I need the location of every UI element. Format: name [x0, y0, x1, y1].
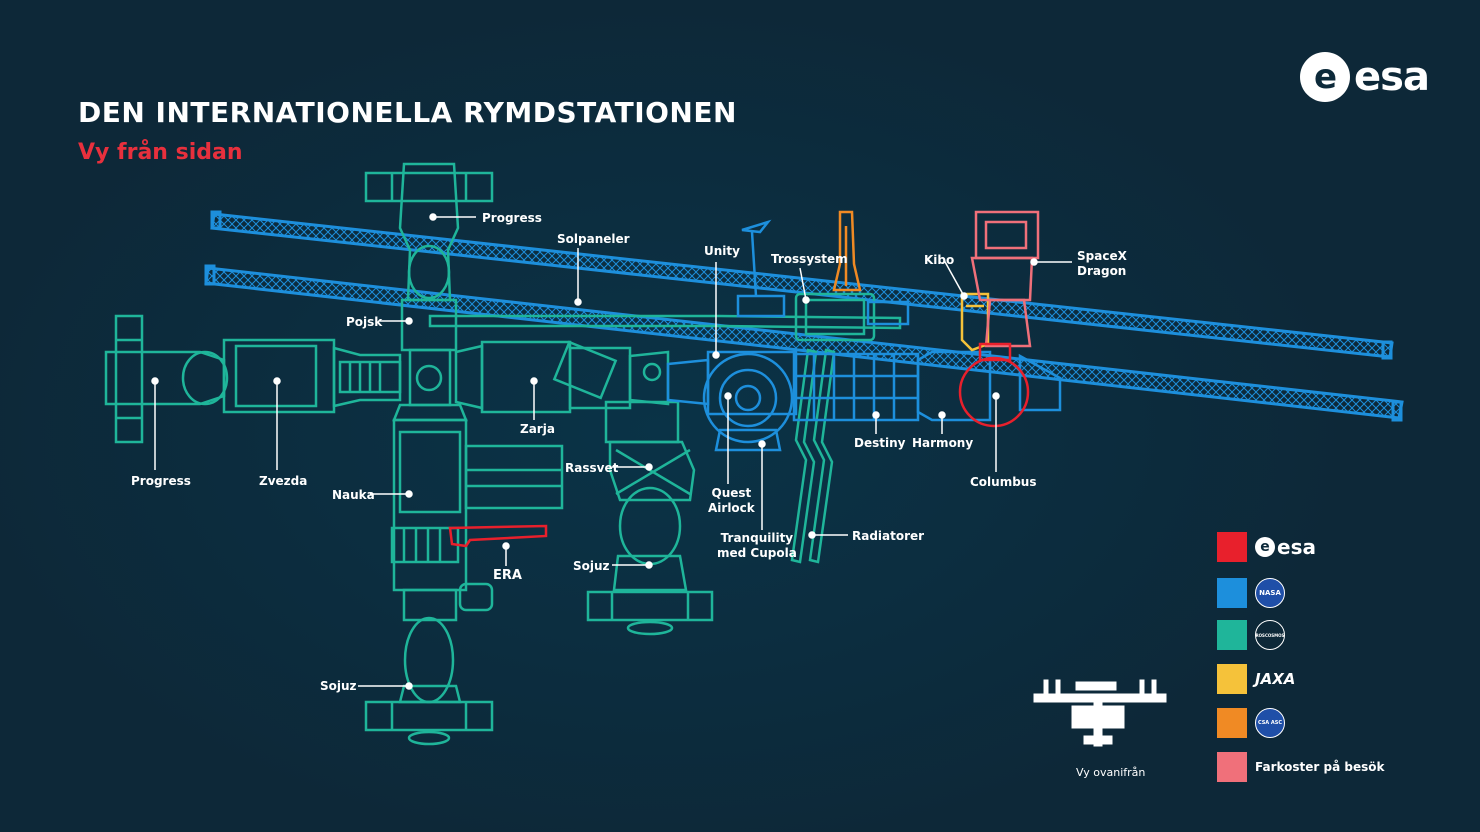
legend-label-visiting: Farkoster på besök [1255, 760, 1385, 774]
page-subtitle: Vy från sidan [78, 140, 243, 165]
label-kibo: Kibo [924, 253, 955, 267]
legend-swatch-roscosmos [1217, 620, 1247, 650]
label-spacex-dragon: SpaceX Dragon [1077, 249, 1127, 278]
csa-logo-icon: CSA ASC [1255, 708, 1285, 738]
legend-row-roscosmos: ROSCOSMOS [1217, 620, 1457, 652]
legend-row-jaxa: JAXA [1217, 664, 1457, 696]
us-segment [666, 219, 1062, 452]
legend-swatch-visiting [1217, 752, 1247, 782]
russian-segment [104, 162, 902, 746]
esa-logo-icon: e [1300, 52, 1350, 102]
label-tranquility: Tranquility med Cupola [717, 531, 797, 560]
canadarm2 [832, 210, 862, 292]
legend-swatch-csa [1217, 708, 1247, 738]
label-quest-airlock: Quest Airlock [708, 486, 755, 515]
leader-lines [151, 213, 1072, 690]
jaxa-logo-icon: JAXA [1255, 670, 1296, 688]
esa-logo-word: esa [1354, 54, 1430, 100]
label-harmony: Harmony [912, 436, 974, 450]
label-rassvet: Rassvet [565, 461, 619, 475]
nasa-logo-icon: NASA [1255, 578, 1285, 608]
legend-row-visiting: Farkoster på besök [1217, 752, 1457, 784]
roscosmos-logo-icon: ROSCOSMOS [1255, 620, 1285, 650]
label-destiny: Destiny [854, 436, 906, 450]
esa-logo-letter: e [1314, 57, 1338, 97]
legend-row-csa: CSA ASC [1217, 708, 1457, 740]
legend-agency-nasa: NASA [1255, 578, 1285, 608]
label-pojsk: Pojsk [346, 315, 383, 329]
iss-top-view-icon [1033, 679, 1167, 747]
label-zarja: Zarja [520, 422, 555, 436]
label-zvezda: Zvezda [259, 474, 308, 488]
esa-logo: e esa [1300, 52, 1430, 102]
label-radiatorer: Radiatorer [852, 529, 925, 543]
label-era: ERA [493, 568, 522, 583]
label-solpaneler: Solpaneler [557, 232, 630, 246]
legend-agency-csa: CSA ASC [1255, 708, 1285, 738]
legend-swatch-esa [1217, 532, 1247, 562]
spacex-dragon [970, 210, 1040, 348]
esa-elements [448, 342, 1030, 548]
legend-row-nasa: NASA [1217, 578, 1457, 610]
label-progress-left: Progress [131, 474, 191, 488]
legend-swatch-jaxa [1217, 664, 1247, 694]
legend-agency-roscosmos: ROSCOSMOS [1255, 620, 1285, 650]
label-sojuz-mid: Sojuz [573, 559, 610, 573]
legend-agency-jaxa: JAXA [1255, 664, 1295, 694]
label-unity: Unity [704, 244, 740, 258]
label-columbus: Columbus [970, 475, 1037, 489]
label-sojuz-bottom: Sojuz [320, 679, 357, 693]
label-nauka: Nauka [332, 488, 375, 502]
top-view-caption: Vy ovanifrån [1076, 766, 1146, 779]
page-title: DEN INTERNATIONELLA RYMDSTATIONEN [78, 96, 737, 129]
label-trossystem: Trossystem [771, 252, 848, 266]
legend-swatch-nasa [1217, 578, 1247, 608]
label-progress-top: Progress [482, 211, 542, 225]
